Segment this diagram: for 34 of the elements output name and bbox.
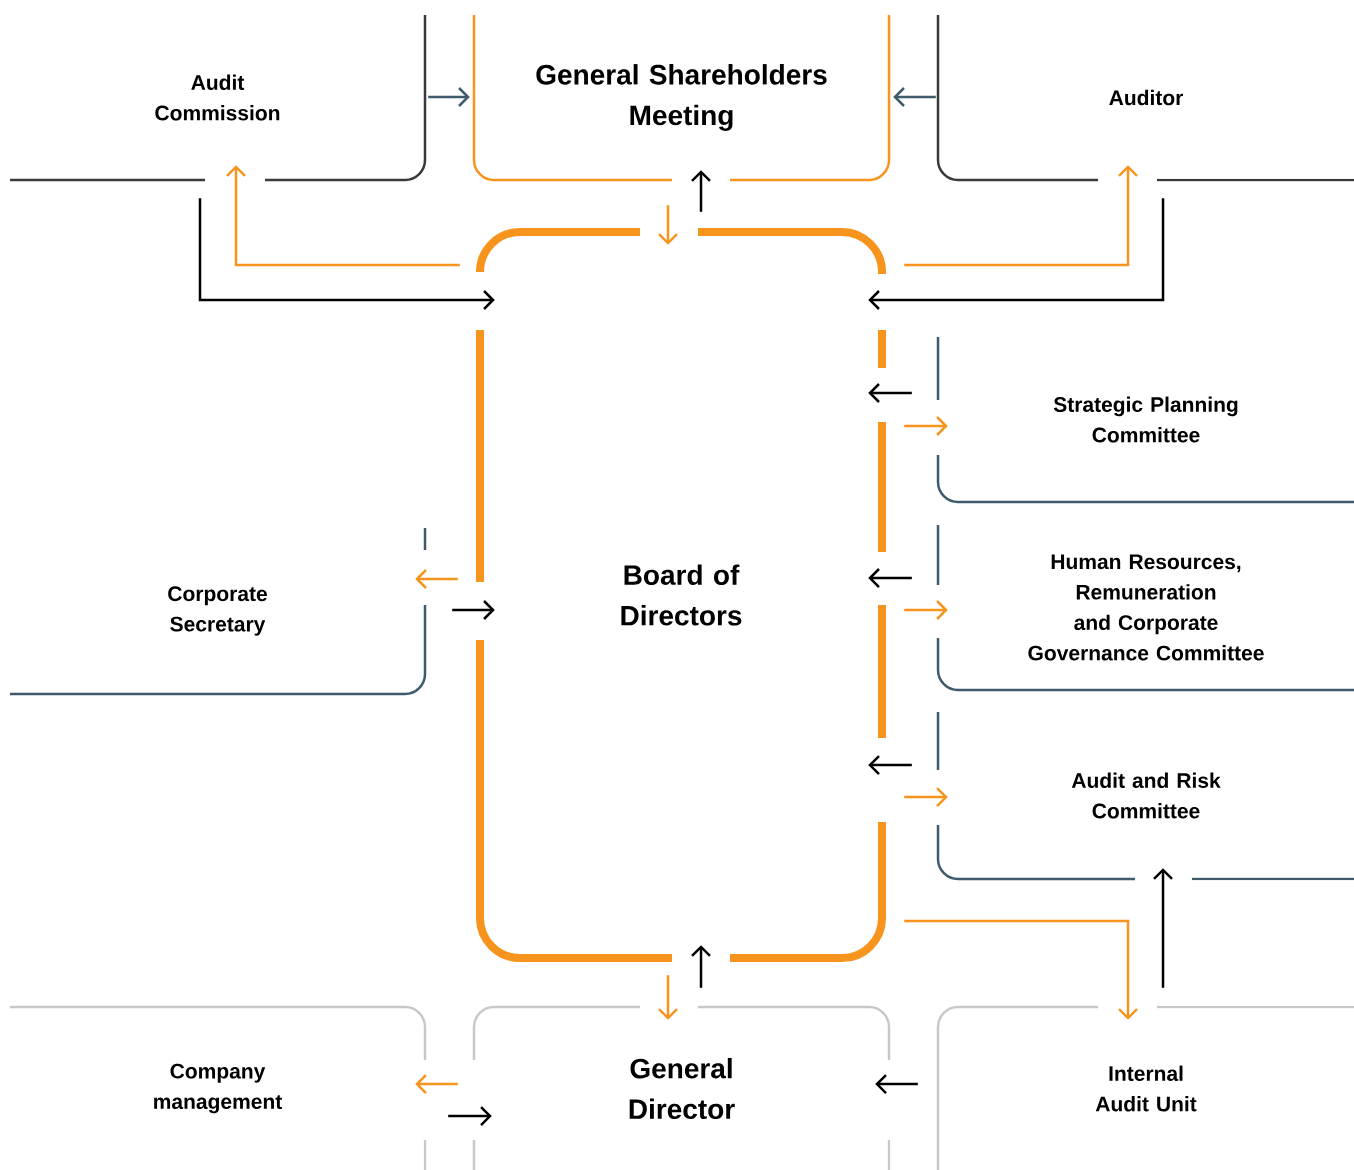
arrow bbox=[415, 1074, 458, 1094]
arrow bbox=[868, 755, 912, 775]
arrow bbox=[904, 165, 1138, 267]
arrow bbox=[658, 205, 678, 245]
org-unit-box: Human Resources, Remuneration and Corporate Governance Committee bbox=[936, 525, 1354, 692]
arrow bbox=[448, 1106, 492, 1126]
arrow bbox=[226, 165, 460, 267]
arrow bbox=[893, 87, 936, 107]
arrow bbox=[875, 1074, 918, 1094]
arrow bbox=[868, 383, 912, 403]
arrow bbox=[904, 787, 948, 807]
arrow bbox=[904, 919, 1138, 1020]
arrow bbox=[198, 198, 495, 310]
arrow bbox=[868, 568, 912, 588]
arrow bbox=[658, 975, 678, 1020]
arrow bbox=[415, 569, 458, 589]
arrow bbox=[868, 198, 1165, 310]
arrow bbox=[428, 87, 470, 107]
org-unit-box: Audit and Risk Committee bbox=[936, 712, 1354, 881]
arrow bbox=[452, 600, 495, 620]
arrow bbox=[691, 945, 711, 988]
arrow bbox=[904, 600, 948, 620]
arrow bbox=[904, 416, 948, 436]
arrow bbox=[691, 170, 711, 212]
arrow bbox=[1153, 868, 1173, 988]
org-unit-box: Corporate Secretary bbox=[10, 528, 427, 696]
org-unit-box: General Director bbox=[472, 1005, 891, 1170]
board-box: Board of Directors bbox=[476, 228, 886, 962]
org-unit-box: Internal Audit Unit bbox=[936, 1005, 1354, 1170]
org-unit-box: Company management bbox=[10, 1005, 427, 1170]
org-unit-box: General Shareholders Meeting bbox=[472, 15, 891, 182]
org-unit-box: Auditor bbox=[936, 15, 1354, 182]
org-unit-box: Audit Commission bbox=[10, 15, 427, 182]
org-unit-box: Strategic Planning Committee bbox=[936, 337, 1354, 504]
